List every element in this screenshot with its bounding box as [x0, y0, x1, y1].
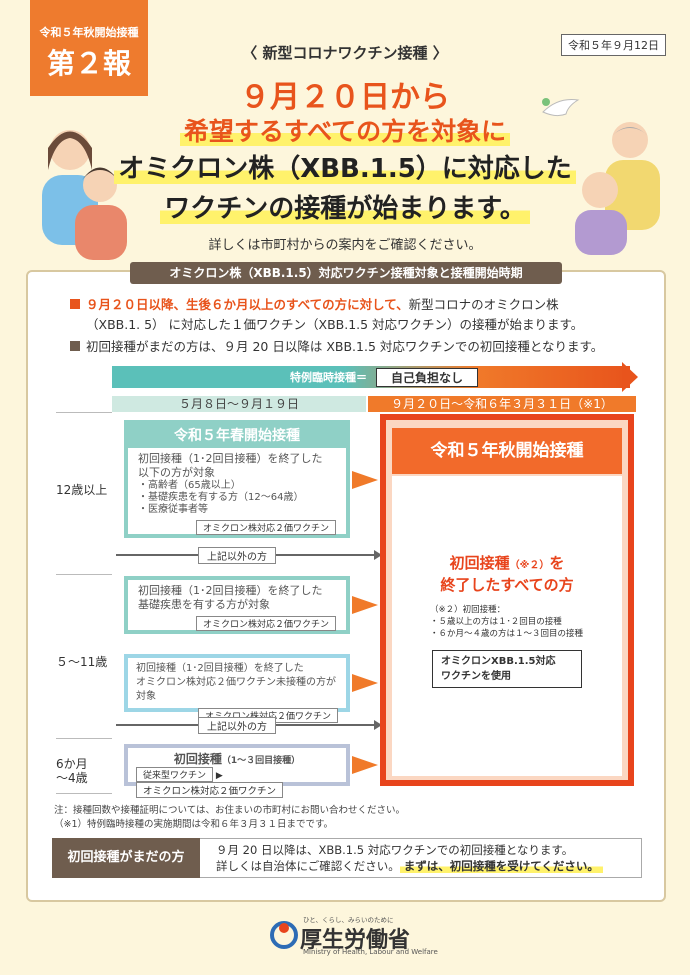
bullet-square-icon	[70, 299, 80, 309]
box-5-11-b-line2: オミクロン株対応２価ワクチン未接種の方が対象	[136, 677, 336, 702]
badge-line2: 第２報	[46, 47, 131, 80]
footnote-2: （※1）特例臨時接種の実施期間は令和６年３月３１日までです。	[54, 819, 334, 830]
box-5-11-a-line2: 基礎疾患を有する方が対象	[138, 598, 270, 611]
subhead: 〈 新型コロナワクチン接種 〉	[242, 44, 448, 62]
arrow-head-icon	[374, 720, 382, 730]
infant-title-sub: （1～３回目接種）	[221, 756, 301, 766]
headline-date: ９月２０日から	[0, 72, 690, 116]
box-5-11-a-line1: 初回接種（1･2回目接種）を終了した	[138, 584, 323, 597]
arrow-right-icon	[352, 471, 378, 489]
spring-item1: ・高齢者（65歳以上）	[138, 480, 241, 491]
arrow-right-icon	[352, 674, 378, 692]
row-5-11: ５～11歳	[56, 574, 112, 738]
spring-line1: 初回接種（1･2回目接種）を終了した	[138, 452, 323, 465]
spring-item2: ・基礎疾患を有する方（12～64歳）	[138, 492, 304, 503]
autumn-main2: 終了したすべての方	[440, 576, 574, 594]
autumn-main1-text: 初回接種	[449, 554, 510, 572]
bottom-line2b: まずは、初回接種を受けてください。	[399, 859, 603, 873]
timeline-arrow	[112, 366, 630, 388]
autumn-main1-tail: を	[549, 554, 565, 572]
arrow-right-icon	[352, 596, 378, 614]
headline-vaccine: オミクロン株（XBB.1.5）に対応した	[0, 148, 690, 185]
badge-line1: 令和５年秋開始接種	[39, 26, 139, 39]
headline-vaccine-text: オミクロン株（XBB.1.5）に対応した	[114, 154, 576, 184]
spring-line2: 以下の方が対象	[138, 466, 215, 479]
autumn-vaccine-1: オミクロンXBB.1.5対応	[441, 656, 556, 667]
headline-target: 希望するすべての方を対象に	[0, 112, 690, 148]
issue-date: 令和５年９月12日	[561, 34, 666, 56]
infant-tags: 従来型ワクチン ▶ オミクロン株対応２価ワクチン	[136, 767, 338, 798]
family-illustration-right	[575, 122, 660, 255]
autumn-note-h: （※２）初回接種：	[430, 605, 506, 615]
bullet-1-line2: （XBB.1. 5） に対応した１価ワクチン（XBB.1.5 対応ワクチン）の接…	[86, 317, 584, 332]
autumn-note1: ・５歳以上の方は１･２回目の接種	[430, 617, 562, 627]
dove-icon	[542, 98, 580, 117]
spring-box: 令和５年春開始接種 初回接種（1･2回目接種）を終了した 以下の方が対象 ・高齢…	[124, 420, 350, 538]
logo-name: 厚生労働省	[300, 928, 411, 953]
infant-tag1: 従来型ワクチン	[136, 767, 214, 782]
no-cost-label: 自己負担なし	[376, 368, 479, 387]
bottom-line2: 詳しくは自治体にご確認ください。まずは、初回接種を受けてください。	[216, 858, 603, 874]
special-vaccination-label: 特例臨時接種＝	[290, 371, 367, 384]
row-infant-b: ～4歳	[56, 771, 88, 785]
edition-badge: 令和５年秋開始接種 第２報	[30, 0, 148, 96]
infant-box: 初回接種（1～３回目接種） 従来型ワクチン ▶ オミクロン株対応２価ワクチン	[124, 744, 350, 798]
autumn-vaccine-2: ワクチンを使用	[441, 671, 511, 682]
box-5-11-a-tag: オミクロン株対応２価ワクチン	[195, 616, 336, 631]
period-spring: ５月８日～９月１９日	[112, 396, 366, 412]
bullet-square-icon	[70, 341, 80, 351]
panel-title: オミクロン株（XBB.1.5）対応ワクチン接種対象と接種開始時期	[130, 262, 562, 284]
arrow-right-icon	[352, 756, 378, 774]
other-label-1: 上記以外の方	[198, 547, 276, 564]
spring-item3: ・医療従事者等	[138, 504, 208, 515]
arrow-tip-icon	[622, 362, 638, 392]
bottom-line1: ９月 20 日以降は、XBB.1.5 対応ワクチンでの初回接種となります。	[216, 843, 574, 857]
bullet-2-text: 初回接種がまだの方は、９月 20 日以降は XBB.1.5 対応ワクチンでの初回…	[86, 339, 604, 354]
headline-date-text: ９月２０日から	[240, 80, 450, 115]
autumn-note: （※２）初回接種： ・５歳以上の方は１･２回目の接種 ・６か月～４歳の方は１～３…	[430, 604, 583, 640]
detail-note: 詳しくは市町村からの案内をご確認ください。	[208, 238, 482, 253]
row-infant: 6か月～4歳	[56, 738, 112, 794]
mhlw-logo-icon	[270, 921, 298, 949]
other-label-2: 上記以外の方	[198, 717, 276, 734]
box-5-11-a: 初回接種（1･2回目接種）を終了した 基礎疾患を有する方が対象 オミクロン株対応…	[124, 576, 350, 634]
spring-vaccine-tag: オミクロン株対応２価ワクチン	[195, 520, 336, 535]
row-infant-a: 6か月	[56, 757, 88, 771]
spring-box-title: 令和５年春開始接種	[128, 424, 346, 448]
box-5-11-b-line1: 初回接種（1･2回目接種）を終了した	[136, 663, 304, 674]
headline-start: ワクチンの接種が始まります。	[0, 188, 690, 225]
bullet-2: 初回接種がまだの方は、９月 20 日以降は XBB.1.5 対応ワクチンでの初回…	[70, 338, 603, 356]
autumn-note2: ・６か月～４歳の方は１～３回目の接種	[430, 629, 584, 639]
box-5-11-b: 初回接種（1･2回目接種）を終了した オミクロン株対応２価ワクチン未接種の方が対…	[124, 654, 350, 723]
row-12plus: 12歳以上	[56, 412, 112, 574]
autumn-inner	[392, 476, 622, 776]
headline-target-text: 希望するすべての方を対象に	[179, 117, 511, 146]
bullet-1-text: 新型コロナのオミクロン株	[408, 297, 559, 312]
period-autumn: ９月２０日～令和６年３月３１日（※1）	[368, 396, 636, 412]
autumn-main1-note: （※２）	[509, 560, 550, 571]
autumn-main1: 初回接種（※２）を	[392, 552, 622, 573]
family-illustration-left	[42, 130, 127, 260]
bullet-1-highlight: ９月２０日以降、生後６か月以上のすべての方に対して、	[86, 297, 409, 312]
bottom-line2a: 詳しくは自治体にご確認ください。	[216, 859, 400, 873]
bottom-tag: 初回接種がまだの方	[52, 838, 200, 878]
logo-sub: Ministry of Health, Labour and Welfare	[303, 948, 438, 956]
infant-tag2: オミクロン株対応２価ワクチン	[136, 782, 284, 798]
autumn-title: 令和５年秋開始接種	[392, 428, 622, 474]
arrow-head-icon	[374, 550, 382, 560]
bottom-text: ９月 20 日以降は、XBB.1.5 対応ワクチンでの初回接種となります。 詳し…	[216, 842, 603, 874]
infant-title: 初回接種（1～３回目接種）	[136, 750, 338, 767]
footnote-1: 注：接種回数や接種証明については、お住まいの市町村にお問い合わせください。	[54, 805, 406, 816]
bullet-1: ９月２０日以降、生後６か月以上のすべての方に対して、新型コロナのオミクロン株	[70, 296, 559, 314]
infant-title-text: 初回接種	[173, 752, 222, 766]
autumn-vaccine: オミクロンXBB.1.5対応 ワクチンを使用	[432, 650, 582, 688]
logo-tagline: ひと、くらし、みらいのために	[303, 916, 394, 924]
headline-start-text: ワクチンの接種が始まります。	[160, 194, 530, 224]
